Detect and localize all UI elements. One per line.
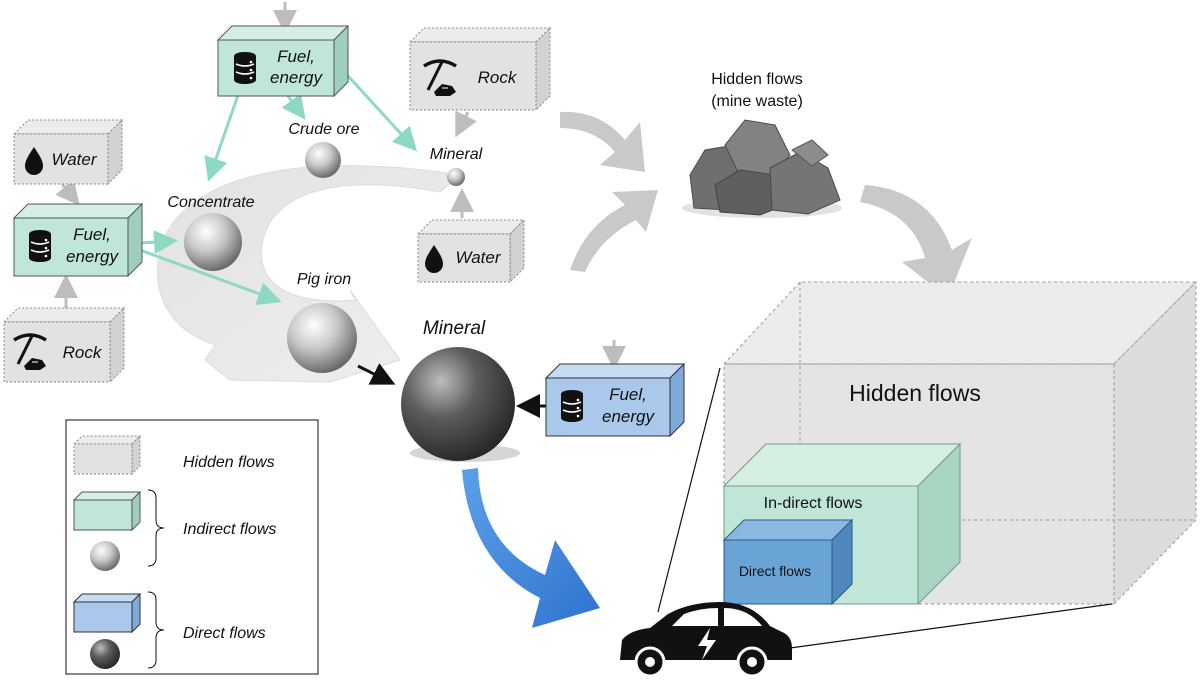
process-swoosh-arrow (156, 165, 462, 383)
hidden-flow-arrow-3 (860, 185, 972, 298)
concentrate-sphere (184, 213, 242, 271)
concentrate-label: Concentrate (167, 194, 254, 211)
fuel-energy-label-left-1: Fuel, (73, 225, 111, 244)
rock-label-bottom: Rock (63, 343, 103, 362)
fuel-energy-label-left-2: energy (66, 247, 119, 266)
arrow-fuel-to-crude-ore (281, 93, 306, 120)
arrow-rock-to-mineral (455, 110, 477, 138)
legend-indirect-swatch (72, 490, 142, 571)
arrow-fuel-to-mineral (336, 63, 418, 152)
fuel-energy-label-top-2: energy (270, 68, 323, 87)
mineral-small-sphere (447, 168, 465, 186)
fuel-energy-label-top-1: Fuel, (277, 47, 315, 66)
car-connector-line-top (657, 367, 721, 613)
mineral-big-label: Mineral (423, 318, 486, 339)
fuel-energy-label-right-2: energy (602, 407, 655, 426)
legend-hidden-swatch (72, 434, 142, 476)
direct-flow-arrow (462, 468, 600, 628)
mine-waste-title-1: Hidden flows (711, 71, 803, 88)
fuel-energy-box-right: Fuel, energy (544, 362, 686, 438)
database-icon (560, 389, 584, 423)
hidden-flows-volume-label: Hidden flows (849, 380, 981, 406)
fuel-energy-label-right-1: Fuel, (609, 385, 647, 404)
legend-hidden-label: Hidden flows (183, 454, 275, 471)
legend: Hidden flows Indirect flows Direct flows (65, 419, 319, 675)
lightning-icon (698, 628, 716, 660)
pig-iron-sphere (287, 303, 357, 373)
water-label-left: Water (51, 150, 97, 169)
arrow-pig-iron-to-mineral (357, 363, 396, 385)
rock-box-top: Rock (408, 26, 552, 112)
arrow-water-to-fuel (55, 179, 80, 206)
car-connector-line-bottom (789, 603, 1113, 649)
crude-ore-label: Crude ore (288, 121, 359, 138)
rock-pile-icon (682, 119, 842, 218)
mine-waste-title-2: (mine waste) (711, 93, 803, 110)
mineral-small-label: Mineral (430, 146, 483, 163)
crude-ore-sphere (305, 142, 341, 178)
hidden-flow-arrow-1 (560, 111, 645, 172)
arrow-fuel-left-to-pig-iron (139, 248, 282, 306)
legend-indirect-label: Indirect flows (183, 521, 276, 538)
fuel-energy-box-left: Fuel, energy (12, 202, 144, 278)
indirect-flows-volume-label: In-direct flows (764, 495, 863, 512)
rock-label-top: Rock (478, 68, 518, 87)
fuel-energy-box-top: Fuel, energy (216, 24, 350, 98)
pig-iron-label: Pig iron (297, 271, 351, 288)
legend-direct-brace (147, 591, 165, 669)
database-icon (28, 229, 52, 263)
water-box-left: Water (12, 118, 124, 186)
arrow-fuel-left-to-concentrate (139, 230, 178, 255)
mineral-big-sphere (401, 347, 515, 461)
water-box-right: Water (416, 218, 526, 284)
direct-flows-volume: Direct flows (722, 518, 854, 606)
direct-flows-volume-label: Direct flows (739, 563, 811, 579)
electric-car-icon (620, 602, 792, 678)
hidden-flow-arrow-2 (570, 190, 658, 272)
arrow-fuel-to-concentrate (204, 94, 240, 182)
legend-direct-label: Direct flows (183, 625, 266, 642)
rock-box-bottom: Rock (2, 306, 126, 384)
water-label-right: Water (455, 248, 501, 267)
legend-direct-swatch (72, 592, 142, 669)
database-icon (233, 51, 257, 85)
legend-indirect-brace (147, 489, 165, 567)
